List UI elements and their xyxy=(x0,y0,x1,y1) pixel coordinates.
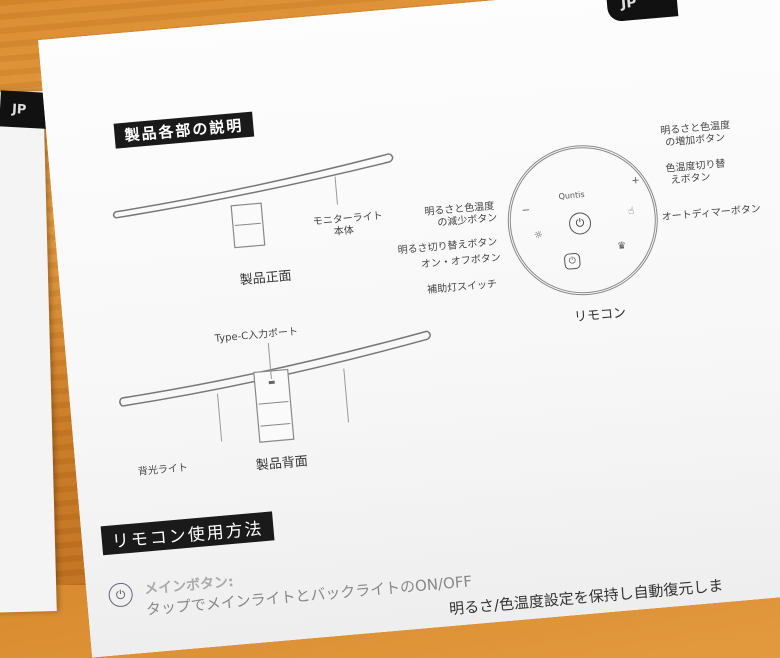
label-body: 本体 xyxy=(333,225,355,238)
remote-diagram: Quntis − + ⏻ ☼ ☝ ♛ ⏻ xyxy=(502,139,665,302)
section-title-remote-usage: リモコン使用方法 xyxy=(101,511,275,555)
caption-front: 製品正面 xyxy=(239,268,293,289)
language-tab-label: JP xyxy=(620,0,638,13)
front-view-diagram xyxy=(108,149,405,264)
auto-dimmer-icon: ♛ xyxy=(616,240,627,253)
language-tab-left-label: JP xyxy=(11,101,27,118)
power-icon: ⏻ xyxy=(568,212,592,236)
manual-page: JP 製品各部の説明 モニターライト 本体 製品正面 Quntis − + ⏻ … xyxy=(38,0,780,658)
language-tab: JP xyxy=(606,0,679,22)
main-button-power-icon: ⏻ xyxy=(108,582,134,608)
label-backlight: 背光ライト xyxy=(137,462,189,478)
caption-back: 製品背面 xyxy=(255,454,309,474)
back-view-diagram xyxy=(113,323,441,460)
plus-icon: + xyxy=(631,175,641,187)
remote-logo: Quntis xyxy=(558,189,585,202)
label-aux-light: 補助灯スイッチ xyxy=(426,278,498,297)
label-auto-dimmer: オートディマーボタン xyxy=(661,203,762,224)
aux-light-icon: ⏻ xyxy=(564,253,581,270)
minus-icon: − xyxy=(521,204,531,217)
main-button-line2: 明るさ/色温度設定を保持し自動復元しま xyxy=(448,576,724,619)
section-title-parts: 製品各部の説明 xyxy=(114,112,255,149)
hand-icon: ☝ xyxy=(627,205,635,218)
label-color-temp-2: えボタン xyxy=(670,171,712,187)
caption-remote: リモコン xyxy=(573,305,627,326)
sun-icon: ☼ xyxy=(533,229,544,242)
